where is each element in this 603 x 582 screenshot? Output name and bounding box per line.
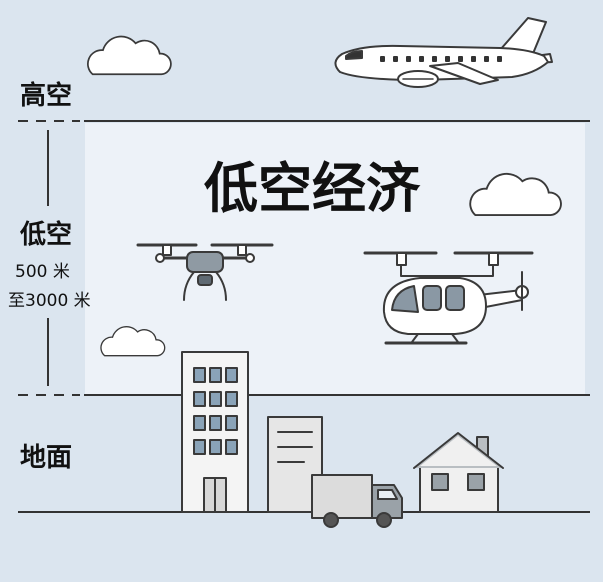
evtol-window-front [391,285,419,313]
airplane-fuselage [334,44,549,81]
airplane-icon [334,17,553,88]
drone-icon [136,243,274,301]
truck-window [377,489,398,500]
drone-leg-right [215,271,227,301]
airplane-cockpit [345,50,363,60]
truck-wheel-front [376,512,392,528]
drone-body [186,251,224,273]
diagram-title: 低空经济 [204,157,421,220]
delivery-truck-icon [311,474,403,528]
house-window-left [431,473,449,491]
evtol-rotor-arm [400,264,494,277]
truck-cargo [311,474,373,519]
label-ground: 地面 [20,443,72,473]
airplane-wing [429,62,499,85]
evtol-helicopter-icon [363,251,534,345]
office-windows [193,367,238,455]
evtol-window-rear [445,285,465,311]
truck-wheel-rear [323,512,339,528]
label-low-altitude: 低空 [19,219,72,250]
evtol-window-mid [422,285,442,311]
label-range-to: 至3000 米 [8,291,91,311]
house-icon [413,432,504,513]
office-building-icon [181,351,249,513]
house-window-right [467,473,485,491]
label-high-altitude: 高空 [20,80,72,111]
drone-camera [197,274,213,286]
drone-leg-left [183,271,195,301]
airplane-windows [380,56,502,62]
label-range-from: 500 米 [15,262,70,282]
